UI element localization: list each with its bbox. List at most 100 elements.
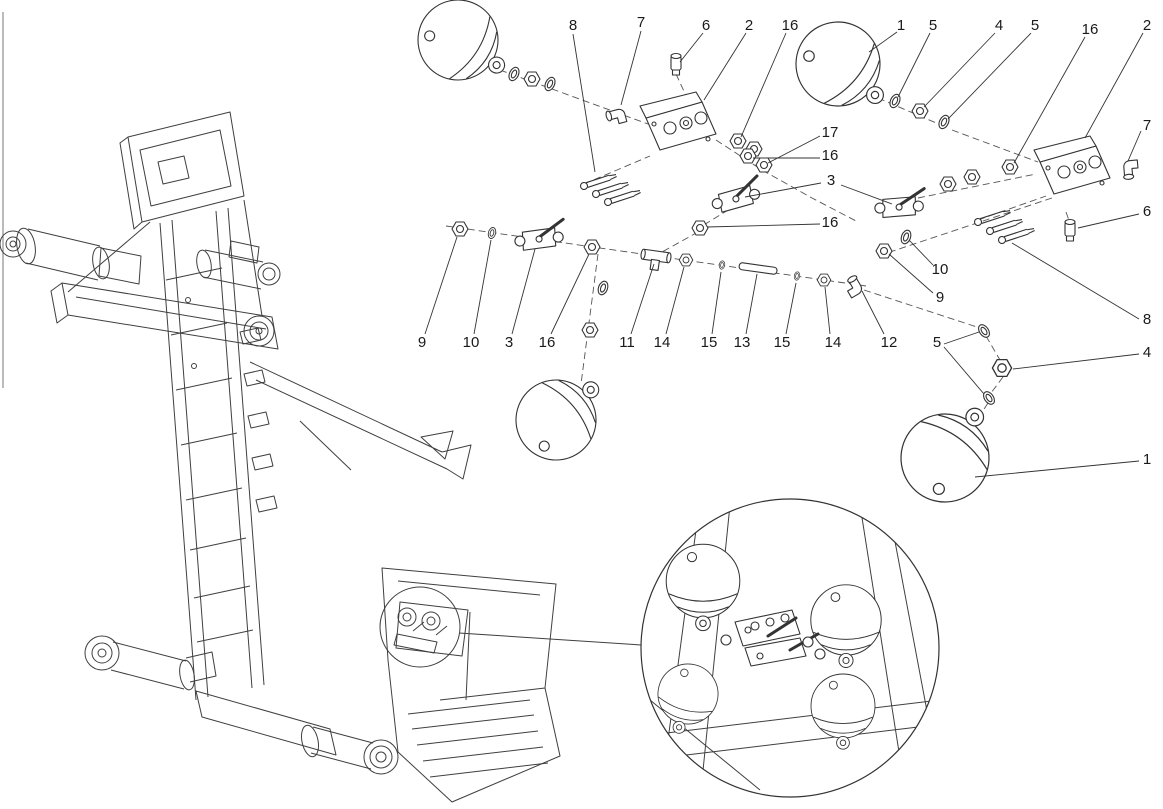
hex-fitting bbox=[729, 133, 747, 149]
leader-line bbox=[923, 32, 996, 108]
part-callout-14: 14 bbox=[654, 334, 671, 351]
hex-fitting bbox=[691, 220, 709, 236]
leader-line bbox=[840, 184, 893, 205]
leader-line bbox=[740, 32, 787, 138]
tube bbox=[738, 262, 778, 275]
part-callout-10: 10 bbox=[932, 261, 949, 278]
machine-frame-drawing bbox=[0, 111, 642, 803]
leader-line bbox=[511, 248, 536, 335]
leader-line bbox=[711, 271, 722, 335]
valve-block-right bbox=[1033, 135, 1111, 195]
hex-fitting bbox=[1001, 159, 1019, 175]
detail-view-border bbox=[640, 498, 940, 798]
plug-fitting bbox=[670, 52, 682, 76]
o-ring bbox=[898, 228, 914, 246]
part-callout-9: 9 bbox=[936, 289, 944, 306]
accumulator-bottom-right bbox=[882, 383, 1017, 521]
hex-fitting bbox=[939, 176, 957, 192]
part-callout-6: 6 bbox=[702, 17, 710, 34]
part-callout-7: 7 bbox=[1143, 117, 1151, 134]
o-ring bbox=[936, 113, 952, 131]
part-callout-5: 5 bbox=[1031, 17, 1039, 34]
o-ring bbox=[793, 271, 801, 281]
leader-line bbox=[1011, 242, 1140, 320]
leader-line bbox=[767, 135, 821, 164]
detail-valve-manifold bbox=[720, 609, 826, 667]
leader-line bbox=[572, 33, 596, 173]
part-callout-16: 16 bbox=[539, 334, 556, 351]
ball-valve bbox=[872, 182, 927, 224]
hex-fitting bbox=[678, 253, 694, 267]
hex-fitting bbox=[755, 157, 773, 173]
part-callout-16: 16 bbox=[822, 147, 839, 164]
o-ring bbox=[975, 322, 993, 340]
hex-fitting bbox=[581, 322, 599, 338]
ball-valve bbox=[708, 174, 763, 215]
hex-fitting bbox=[963, 169, 981, 185]
part-callout-4: 4 bbox=[1143, 344, 1151, 361]
leader-line bbox=[706, 223, 821, 228]
leader-line bbox=[943, 331, 980, 345]
hex-fitting bbox=[583, 239, 601, 255]
leader-line bbox=[824, 286, 831, 335]
part-callout-1: 1 bbox=[897, 17, 905, 34]
elbow-fitting bbox=[1121, 159, 1140, 181]
leader-line bbox=[745, 273, 758, 335]
leader-line bbox=[785, 282, 797, 335]
part-callout-13: 13 bbox=[734, 334, 751, 351]
part-callout-12: 12 bbox=[881, 334, 898, 351]
accumulator-top-left bbox=[402, 0, 526, 104]
leader-line bbox=[1084, 32, 1144, 139]
part-callout-10: 10 bbox=[463, 334, 480, 351]
leader-line bbox=[908, 239, 934, 266]
bolt bbox=[603, 187, 642, 207]
leader-line bbox=[943, 346, 985, 395]
hex-fitting bbox=[523, 71, 541, 87]
part-callout-8: 8 bbox=[569, 17, 577, 34]
leader-line bbox=[1127, 130, 1142, 162]
detail-view bbox=[640, 498, 940, 798]
hex-fitting bbox=[739, 148, 757, 164]
valve-block-left bbox=[639, 91, 717, 151]
o-ring bbox=[506, 65, 522, 83]
hex-fitting bbox=[451, 221, 469, 237]
part-callout-15: 15 bbox=[774, 334, 791, 351]
part-callout-8: 8 bbox=[1143, 311, 1151, 328]
part-callout-2: 2 bbox=[1143, 17, 1151, 34]
plug-fitting bbox=[1064, 218, 1076, 242]
part-callout-5: 5 bbox=[929, 17, 937, 34]
o-ring bbox=[887, 92, 903, 110]
bolt bbox=[579, 171, 618, 191]
leader-line bbox=[550, 253, 590, 335]
part-callout-14: 14 bbox=[825, 334, 842, 351]
part-callout-4: 4 bbox=[995, 17, 1003, 34]
hex-fitting bbox=[991, 358, 1013, 378]
part-callout-1: 1 bbox=[1143, 451, 1151, 468]
elbow-fitting bbox=[841, 273, 866, 299]
part-callout-16: 16 bbox=[822, 214, 839, 231]
leader-line bbox=[630, 263, 655, 335]
o-ring bbox=[980, 389, 998, 407]
leader-line bbox=[897, 32, 931, 98]
leader-line bbox=[473, 239, 492, 335]
tee-fitting bbox=[638, 248, 673, 273]
bolt bbox=[591, 179, 630, 199]
leader-line bbox=[1077, 213, 1140, 229]
leader-line bbox=[620, 30, 642, 106]
ball-valve bbox=[512, 215, 566, 254]
leader-line bbox=[947, 32, 1032, 120]
accumulator-bottom-middle bbox=[499, 353, 624, 477]
detail-frame-lines bbox=[641, 499, 939, 797]
leader-line bbox=[974, 460, 1140, 478]
leader-line bbox=[744, 182, 822, 198]
part-callout-16: 16 bbox=[782, 17, 799, 34]
leader-line bbox=[665, 266, 685, 335]
hex-fitting bbox=[911, 103, 929, 119]
part-callout-17: 17 bbox=[822, 124, 839, 141]
hex-fitting bbox=[875, 243, 893, 259]
o-ring bbox=[486, 226, 498, 240]
part-callout-6: 6 bbox=[1143, 203, 1151, 220]
